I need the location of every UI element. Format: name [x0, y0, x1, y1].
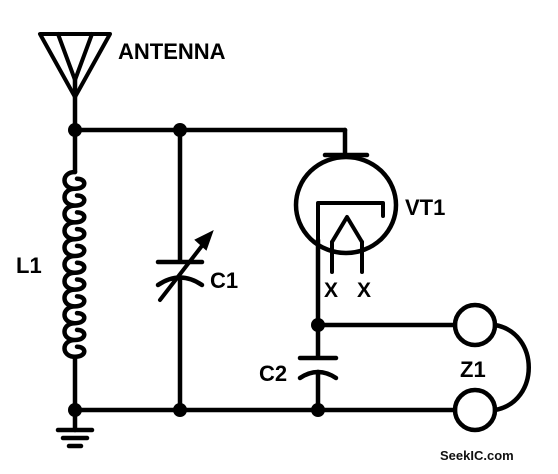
- headphones-z1: [452, 302, 531, 433]
- c2-label: C2: [259, 361, 287, 386]
- inductor-l1: [62, 127, 87, 413]
- filament-terminal-a: X: [324, 279, 338, 302]
- filament-terminal-b: X: [357, 279, 371, 302]
- vt1-label: VT1: [405, 195, 445, 220]
- vacuum-tube-vt1: [293, 152, 399, 274]
- junction-node-bottom-mid: [173, 403, 187, 417]
- inductor-label: L1: [16, 253, 42, 278]
- z1-label: Z1: [460, 357, 486, 382]
- variable-capacitor-c1: [155, 127, 214, 413]
- junction-node-bottom-c2: [311, 403, 325, 417]
- watermark: SeekIC.com: [440, 448, 514, 463]
- ground-symbol: [55, 407, 95, 449]
- capacitor-c2: [297, 322, 339, 413]
- antenna-symbol: [38, 32, 112, 133]
- c1-label: C1: [210, 268, 238, 293]
- antenna-label: ANTENNA: [118, 39, 226, 64]
- top-wire: [72, 127, 348, 158]
